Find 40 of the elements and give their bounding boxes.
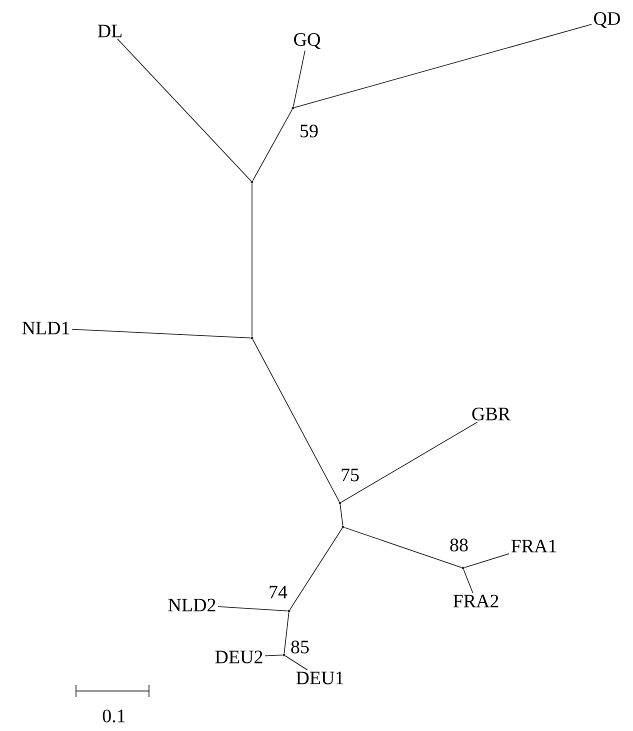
tree-branch: [294, 24, 592, 108]
leaf-label: GQ: [294, 33, 320, 49]
tree-branch: [289, 528, 343, 610]
leaf-label: NLD2: [168, 598, 216, 612]
tree-branch: [252, 108, 293, 182]
branch-point: [250, 180, 254, 184]
leaf-label: GBR: [472, 408, 510, 420]
tree-branch: [284, 612, 290, 654]
tree-branch: [252, 338, 340, 502]
leaf-label: FRA2: [453, 594, 498, 608]
bootstrap-value: 85: [291, 640, 309, 654]
bootstrap-value: 88: [450, 538, 468, 552]
branch-point: [338, 502, 342, 504]
tree-branch: [340, 504, 344, 526]
leaf-label: DL: [98, 24, 122, 38]
branch-point: [250, 336, 254, 340]
branch-point: [462, 566, 464, 570]
tree-branch: [463, 568, 474, 594]
leaf-label: DEU1: [296, 672, 344, 684]
bootstrap-value: 59: [300, 124, 318, 138]
branch-point: [288, 610, 290, 612]
tree-branch: [284, 655, 308, 670]
tree-branch: [340, 422, 478, 503]
leaf-label: NLD1: [22, 322, 70, 334]
branch-point: [292, 106, 294, 110]
tree-branch: [264, 654, 283, 656]
leaf-label: QD: [594, 12, 620, 28]
tree-branch: [292, 50, 306, 107]
branch-point: [342, 526, 344, 528]
tree-branch: [72, 328, 251, 338]
tree-branch: [117, 38, 252, 182]
scale-label: 0.1: [102, 710, 125, 722]
branch-point: [282, 654, 286, 656]
leaf-label: FRA1: [511, 540, 556, 552]
bootstrap-value: 75: [342, 468, 359, 482]
tree-branch: [218, 606, 288, 612]
tree-branch: [344, 527, 462, 568]
leaf-label: DEU2: [215, 650, 262, 664]
bootstrap-value: 74: [270, 586, 288, 598]
tree-branch: [464, 553, 510, 568]
